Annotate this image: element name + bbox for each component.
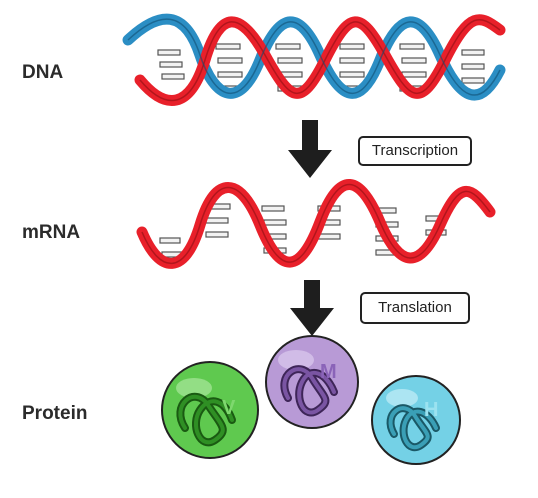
protein-m-sphere: M bbox=[265, 335, 359, 429]
protein-v-letter: V bbox=[222, 397, 236, 419]
protein-v-sphere: V bbox=[161, 361, 259, 459]
translation-label: Translation bbox=[360, 292, 470, 324]
protein-h-sphere: H bbox=[371, 375, 461, 465]
protein-h-letter: H bbox=[424, 399, 438, 421]
dna-label: DNA bbox=[22, 62, 64, 83]
dna-double-helix bbox=[122, 13, 506, 106]
mrna-strand bbox=[136, 179, 496, 269]
transcription-arrow bbox=[288, 120, 332, 178]
protein-m-letter: M bbox=[320, 361, 337, 383]
transcription-label: Transcription bbox=[358, 136, 472, 166]
translation-arrow bbox=[290, 280, 334, 336]
mrna-label: mRNA bbox=[22, 222, 81, 243]
protein-label: Protein bbox=[22, 403, 88, 424]
